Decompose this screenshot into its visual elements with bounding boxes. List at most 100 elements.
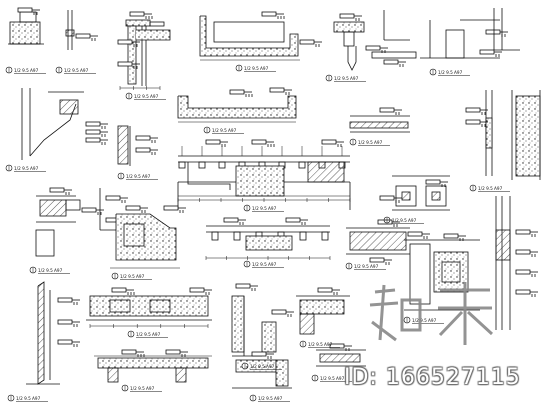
svg-text:1/2 9.5 A97: 1/2 9.5 A97 [14, 166, 39, 171]
callout-tag [205, 139, 228, 147]
callout-tag [189, 287, 212, 295]
svg-text:1/2 9.5 A97: 1/2 9.5 A97 [320, 376, 345, 381]
callout-tag [251, 351, 274, 359]
svg-text:1/2 9.5 A97: 1/2 9.5 A97 [134, 94, 159, 99]
callout-tag [321, 139, 344, 147]
callout-tag [117, 39, 140, 47]
detail-label: 1/2 9.5 A97 [249, 394, 290, 402]
detail-drawings [8, 7, 541, 389]
detail-label: 1/2 9.5 A97 [203, 126, 244, 134]
svg-text:1/2 9.5 A97: 1/2 9.5 A97 [250, 364, 275, 369]
callout-tag [299, 39, 322, 47]
callout-tag [125, 205, 148, 213]
svg-text:1/2 9.5 A97: 1/2 9.5 A97 [334, 76, 359, 81]
callout-tag [269, 87, 292, 95]
callout-tag [479, 49, 502, 57]
detail-label: 1/2 9.5 A97 [241, 362, 282, 370]
callout-tag [379, 195, 402, 203]
detail-label: 1/2 9.5 A97 [5, 164, 46, 172]
detail-label: 1/2 9.5 A97 [349, 138, 390, 146]
callout-tag [85, 137, 108, 145]
detail-label: 1/2 9.5 A97 [7, 394, 48, 402]
detail-label: 1/2 9.5 A97 [5, 66, 46, 74]
callout-tag [425, 179, 448, 187]
callout-tag [121, 349, 145, 357]
svg-text:1/2 9.5 A97: 1/2 9.5 A97 [308, 342, 333, 347]
detail-label: 1/2 9.5 A97 [121, 384, 162, 392]
detail-label: 1/2 9.5 A97 [125, 92, 166, 100]
callout-tag [285, 217, 308, 225]
callout-tag [229, 89, 253, 97]
callout-tag [111, 287, 135, 295]
callout-tag [135, 147, 158, 155]
svg-text:1/2 9.5 A97: 1/2 9.5 A97 [16, 396, 41, 401]
callout-tag [251, 139, 275, 147]
svg-text:1/2 9.5 A97: 1/2 9.5 A97 [412, 318, 437, 323]
callout-tag [271, 309, 294, 317]
callout-tag [17, 7, 40, 15]
callout-tag [339, 13, 362, 21]
svg-text:1/2 9.5 A97: 1/2 9.5 A97 [136, 332, 161, 337]
svg-text:1/2 9.5 A97: 1/2 9.5 A97 [130, 386, 155, 391]
svg-text:1/2 9.5 A97: 1/2 9.5 A97 [14, 68, 39, 73]
svg-text:1/2 9.5 A97: 1/2 9.5 A97 [252, 206, 277, 211]
svg-text:1/2 9.5 A97: 1/2 9.5 A97 [64, 68, 89, 73]
watermark-logo [369, 282, 494, 345]
svg-text:1/2 9.5 A97: 1/2 9.5 A97 [252, 262, 277, 267]
callout-tag [117, 61, 140, 69]
callout-tag [135, 135, 158, 143]
detail-label: 1/2 9.5 A97 [325, 74, 366, 82]
detail-label: 1/2 9.5 A97 [429, 68, 470, 76]
watermark-id: ID: 166527115 [344, 365, 521, 390]
detail-label: 1/2 9.5 A97 [299, 340, 340, 348]
svg-text:1/2 9.5 A97: 1/2 9.5 A97 [258, 396, 283, 401]
detail-label: 1/2 9.5 A97 [243, 204, 284, 212]
detail-label: 1/2 9.5 A97 [111, 272, 152, 280]
detail-labels: 1/2 9.5 A97 1/2 9.5 A97 1/2 9.5 A97 1/2 9.5… [5, 64, 510, 402]
svg-text:1/2 9.5 A97: 1/2 9.5 A97 [244, 66, 269, 71]
callout-tag [235, 283, 258, 291]
callout-tag [261, 11, 285, 19]
callout-tag [223, 217, 246, 225]
callout-tag [317, 287, 340, 295]
callout-tag [85, 129, 108, 137]
callout-tag [515, 249, 538, 257]
callout-tag [129, 11, 153, 19]
callout-tag [407, 231, 430, 239]
svg-text:1/2 9.5 A97: 1/2 9.5 A97 [392, 218, 417, 223]
callout-tag [165, 349, 188, 357]
detail-label: 1/2 9.5 A97 [29, 266, 70, 274]
callout-tag [515, 289, 538, 297]
svg-text:1/2 9.5 A97: 1/2 9.5 A97 [478, 186, 503, 191]
callout-tag [49, 187, 72, 195]
callout-tag [105, 195, 128, 203]
callout-tag [383, 59, 406, 67]
callout-tag [75, 33, 98, 41]
callout-tag [57, 339, 80, 347]
callout-tag [369, 257, 392, 265]
detail-label: 1/2 9.5 A97 [345, 262, 386, 270]
svg-text:1/2 9.5 A97: 1/2 9.5 A97 [358, 140, 383, 145]
callout-tag [329, 343, 352, 351]
detail-label: 1/2 9.5 A97 [469, 184, 510, 192]
svg-text:1/2 9.5 A97: 1/2 9.5 A97 [38, 268, 63, 273]
callout-tag [85, 121, 108, 129]
svg-text:1/2 9.5 A97: 1/2 9.5 A97 [126, 174, 151, 179]
callout-tag [465, 119, 488, 127]
callout-tag [379, 107, 402, 115]
svg-text:1/2 9.5 A97: 1/2 9.5 A97 [354, 264, 379, 269]
detail-label: 1/2 9.5 A97 [383, 216, 424, 224]
callout-tag [515, 269, 538, 277]
callout-tag [57, 319, 80, 327]
svg-text:1/2 9.5 A97: 1/2 9.5 A97 [212, 128, 237, 133]
callout-tag [465, 107, 488, 115]
svg-text:1/2 9.5 A97: 1/2 9.5 A97 [120, 274, 145, 279]
callout-tag [81, 207, 104, 215]
callout-tag [485, 29, 508, 37]
detail-label: 1/2 9.5 A97 [235, 64, 276, 72]
callout-tag [377, 219, 400, 227]
detail-label: 1/2 9.5 A97 [243, 260, 284, 268]
svg-text:1/2 9.5 A97: 1/2 9.5 A97 [438, 70, 463, 75]
callout-tag [163, 205, 186, 213]
